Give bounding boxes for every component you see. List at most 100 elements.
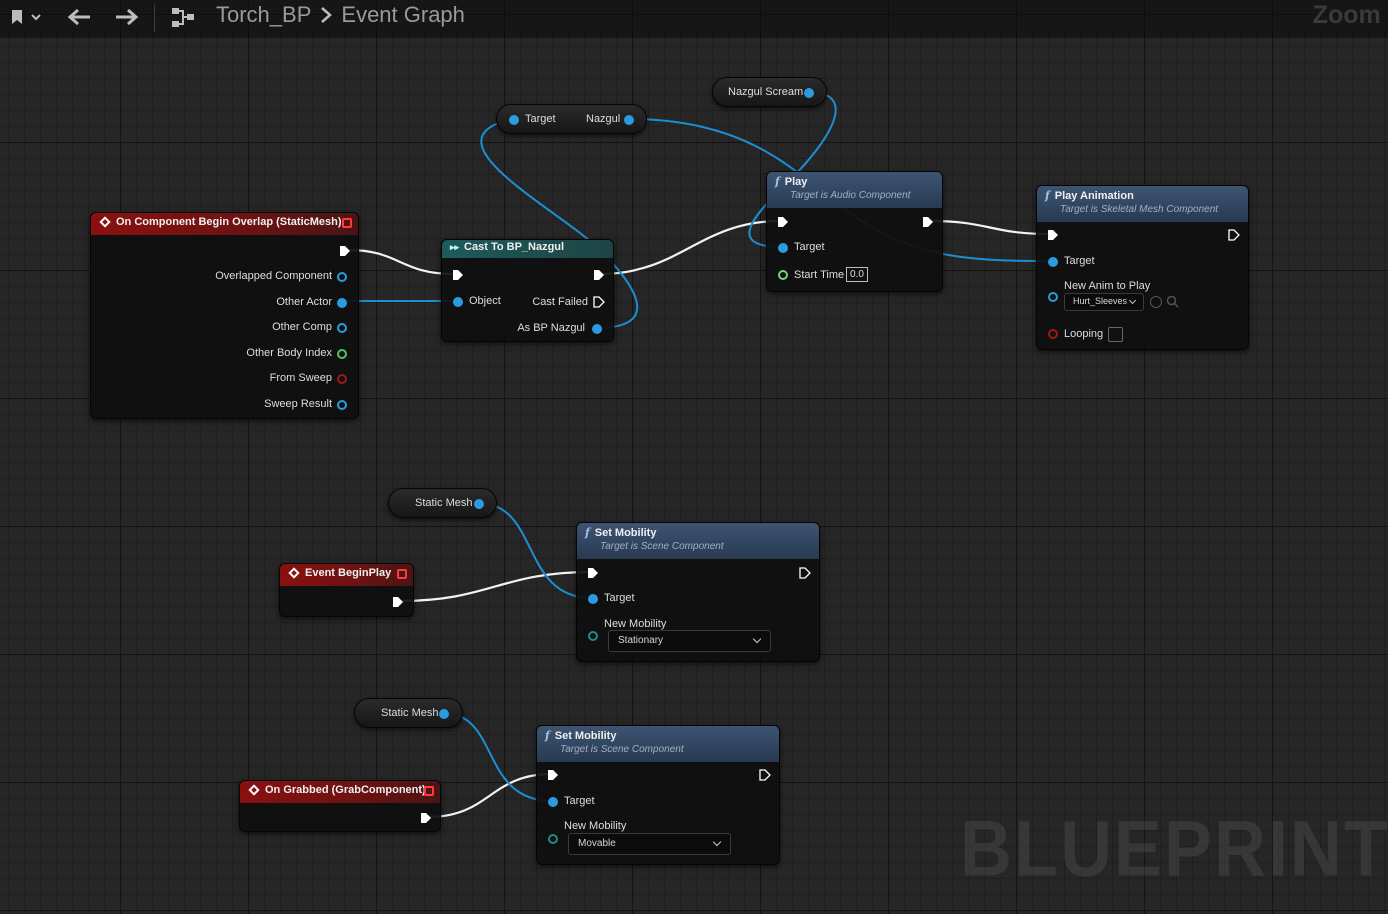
bookmark-icon[interactable]: [2, 0, 46, 34]
nazgul-scream-getter[interactable]: Nazgul Scream: [712, 77, 827, 107]
toolbar-divider: [154, 4, 155, 32]
browse-search-icon[interactable]: [1166, 295, 1179, 308]
from-sweep-pin[interactable]: [337, 374, 347, 384]
play-start-time-field[interactable]: 0.0: [846, 267, 868, 282]
anim-exec-in-pin[interactable]: [1047, 229, 1059, 241]
grabbed-event-node[interactable]: On Grabbed (GrabComponent): [239, 780, 441, 832]
mobility2-dropdown[interactable]: Movable: [568, 833, 731, 855]
play-title: Play: [784, 175, 808, 188]
mobility2-exec-out-pin[interactable]: [759, 769, 771, 781]
cast-node[interactable]: ▸▸ Cast To BP_Nazgul Object Cast Failed …: [441, 239, 614, 342]
anim-asset-label: New Anim to Play: [1064, 280, 1151, 292]
cast-failed-pin[interactable]: [593, 296, 605, 308]
play-target-label: Target: [794, 241, 825, 253]
mobility2-new-mobility-pin[interactable]: [548, 834, 558, 844]
anim-asset-dropdown[interactable]: Hurt_Sleeves: [1064, 293, 1144, 311]
mobility1-new-mobility-pin[interactable]: [588, 631, 598, 641]
cast-exec-out-pin[interactable]: [593, 269, 605, 281]
play-start-time-label: Start Time: [794, 269, 845, 281]
pin-label-from-sweep: From Sweep: [269, 372, 332, 384]
mobility1-exec-in-pin[interactable]: [587, 567, 599, 579]
static-mesh-label-1: Static Mesh: [415, 497, 473, 509]
play-target-pin[interactable]: [778, 243, 788, 253]
static-mesh-getter-1[interactable]: Static Mesh: [388, 488, 497, 518]
pin-label-sweep-result: Sweep Result: [264, 398, 332, 410]
cast-object-pin[interactable]: [453, 297, 463, 307]
nazgul-getter-node[interactable]: Target Nazgul: [496, 104, 647, 134]
exec-wire-cast-to-play: [598, 219, 782, 276]
pin-label-other-comp: Other Comp: [272, 321, 332, 333]
grabbed-exec-out-pin[interactable]: [420, 812, 432, 824]
pin-label-other-actor: Other Actor: [276, 296, 332, 308]
mobility2-exec-in-pin[interactable]: [547, 769, 559, 781]
mobility1-exec-out-pin[interactable]: [799, 567, 811, 579]
cast-exec-in-pin[interactable]: [452, 269, 464, 281]
breadcrumb: Torch_BP Event Graph: [216, 2, 465, 28]
nazgul-scream-label: Nazgul Scream: [728, 86, 804, 98]
back-arrow-icon[interactable]: [62, 0, 96, 34]
set-mobility-subtitle-1: Target is Scene Component: [600, 541, 724, 552]
static-mesh-label-2: Static Mesh: [381, 707, 439, 719]
anim-asset-pin[interactable]: [1048, 292, 1058, 302]
play-exec-in-pin[interactable]: [777, 216, 789, 228]
other-body-index-pin[interactable]: [337, 349, 347, 359]
delegate-output-pin[interactable]: [342, 218, 352, 228]
mobility2-target-label: Target: [564, 795, 595, 807]
breadcrumb-blueprint[interactable]: Torch_BP: [216, 2, 312, 27]
exec-wire-beginplay-to-mobility: [398, 570, 594, 603]
mobility1-target-pin[interactable]: [588, 594, 598, 604]
play-subtitle: Target is Audio Component: [790, 190, 911, 201]
static-mesh-output-pin-1[interactable]: [474, 499, 484, 509]
other-actor-pin[interactable]: [337, 298, 347, 308]
looping-label: Looping: [1064, 328, 1104, 340]
looping-checkbox[interactable]: [1108, 327, 1123, 342]
nazgul-getter-target-pin[interactable]: [509, 115, 519, 125]
nazgul-getter-output-pin[interactable]: [624, 115, 634, 125]
pin-label-overlapped-component: Overlapped Component: [215, 270, 332, 282]
exec-wire-overlap-to-cast: [346, 248, 456, 276]
mobility2-new-mobility-label: New Mobility: [564, 820, 627, 832]
sweep-result-pin[interactable]: [337, 400, 347, 410]
overlap-exec-out-pin[interactable]: [339, 245, 351, 257]
nazgul-scream-output-pin[interactable]: [804, 88, 814, 98]
begin-play-exec-out-pin[interactable]: [392, 596, 404, 608]
use-asset-icon[interactable]: [1150, 296, 1162, 308]
anim-asset-value: Hurt_Sleeves: [1073, 296, 1128, 306]
anim-target-pin[interactable]: [1048, 257, 1058, 267]
set-mobility-title-1: Set Mobility: [594, 526, 657, 539]
zoom-label: Zoom -: [1312, 1, 1388, 29]
play-start-time-pin[interactable]: [778, 270, 788, 280]
breadcrumb-graph[interactable]: Event Graph: [341, 2, 465, 27]
play-exec-out-pin[interactable]: [922, 216, 934, 228]
function-icon: f: [545, 729, 550, 742]
grabbed-event-header: On Grabbed (GrabComponent): [240, 781, 440, 803]
cast-title: Cast To BP_Nazgul: [464, 241, 565, 253]
nazgul-getter-output-label: Nazgul: [586, 113, 621, 125]
delegate-output-pin[interactable]: [424, 786, 434, 796]
graph-hierarchy-icon[interactable]: [166, 0, 200, 34]
cast-object-label: Object: [469, 295, 501, 307]
overlapped-component-pin[interactable]: [337, 272, 347, 282]
forward-arrow-icon[interactable]: [110, 0, 144, 34]
static-mesh-output-pin-2[interactable]: [439, 709, 449, 719]
play-animation-title: Play Animation: [1054, 189, 1134, 202]
anim-exec-out-pin[interactable]: [1228, 229, 1240, 241]
static-mesh-getter-2[interactable]: Static Mesh: [354, 698, 463, 728]
looping-pin[interactable]: [1048, 329, 1058, 339]
mobility1-dropdown[interactable]: Stationary: [608, 630, 771, 652]
data-wire-mesh1-to-target: [477, 502, 593, 599]
mobility2-target-pin[interactable]: [548, 797, 558, 807]
overlap-event-node[interactable]: On Component Begin Overlap (StaticMesh) …: [90, 212, 359, 419]
cast-as-nazgul-pin[interactable]: [592, 324, 602, 334]
other-comp-pin[interactable]: [337, 323, 347, 333]
begin-play-node[interactable]: Event BeginPlay: [279, 563, 414, 617]
delegate-output-pin[interactable]: [397, 569, 407, 579]
